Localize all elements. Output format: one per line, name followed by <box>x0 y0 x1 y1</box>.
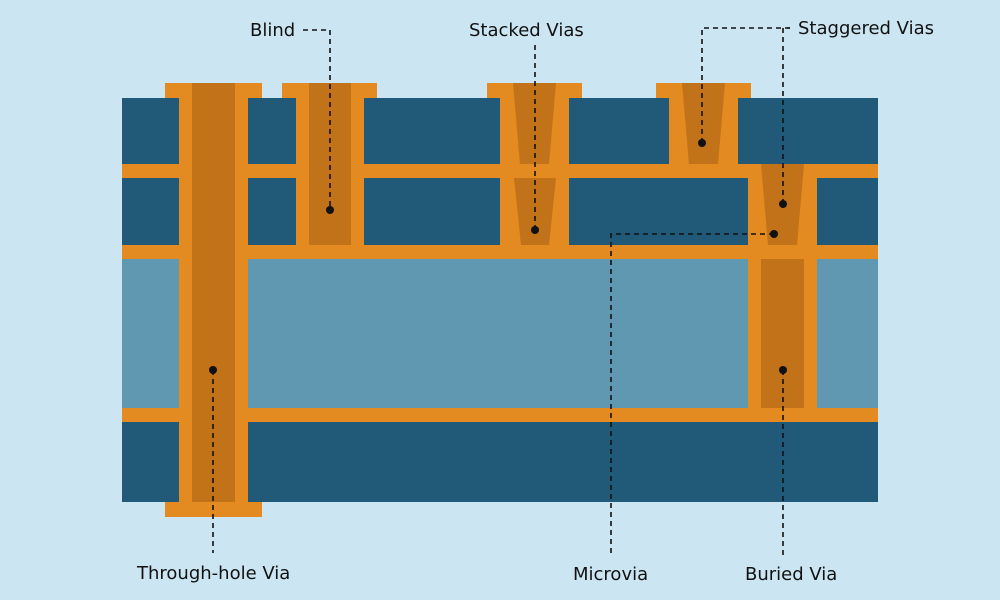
label-through-hole-via: Through-hole Via <box>136 563 290 584</box>
barrel-fill <box>192 83 235 502</box>
capture-pad <box>282 245 377 259</box>
capture-pad <box>656 164 751 178</box>
blind-dot <box>326 206 334 214</box>
label-buried-via: Buried Via <box>745 564 837 585</box>
staggered-upper-via <box>656 83 751 178</box>
middle-pad <box>735 245 830 259</box>
blind-via <box>282 83 377 259</box>
label-microvia: Microvia <box>573 564 648 585</box>
staggered-upper-dot <box>698 139 706 147</box>
leader-dots <box>209 139 787 374</box>
staggered-lower-dot <box>779 200 787 208</box>
label-staggered-vias: Staggered Vias <box>798 18 934 39</box>
capture-pad <box>487 245 582 259</box>
buried-dot <box>779 366 787 374</box>
staggered-lower-and-buried-via <box>735 164 830 422</box>
stacked-dot <box>531 226 539 234</box>
microvia-fill <box>682 83 725 164</box>
label-stacked-vias: Stacked Vias <box>469 20 584 41</box>
staggered-leader-lower <box>782 27 790 204</box>
microvia-dot <box>770 230 778 238</box>
staggered-leader-upper <box>701 27 790 143</box>
through-hole-via <box>165 83 262 517</box>
label-blind: Blind <box>250 20 295 41</box>
through-hole-dot <box>209 366 217 374</box>
copper-layer-3 <box>122 408 878 422</box>
leader-lines <box>212 27 790 555</box>
buried-via-fill <box>761 259 804 408</box>
via-fill <box>309 83 351 245</box>
upper-microvia-fill <box>513 83 556 164</box>
labels: Blind Stacked Vias Staggered Vias Throug… <box>136 18 934 585</box>
blind-leader <box>303 29 331 210</box>
microvia-leader <box>610 233 774 555</box>
